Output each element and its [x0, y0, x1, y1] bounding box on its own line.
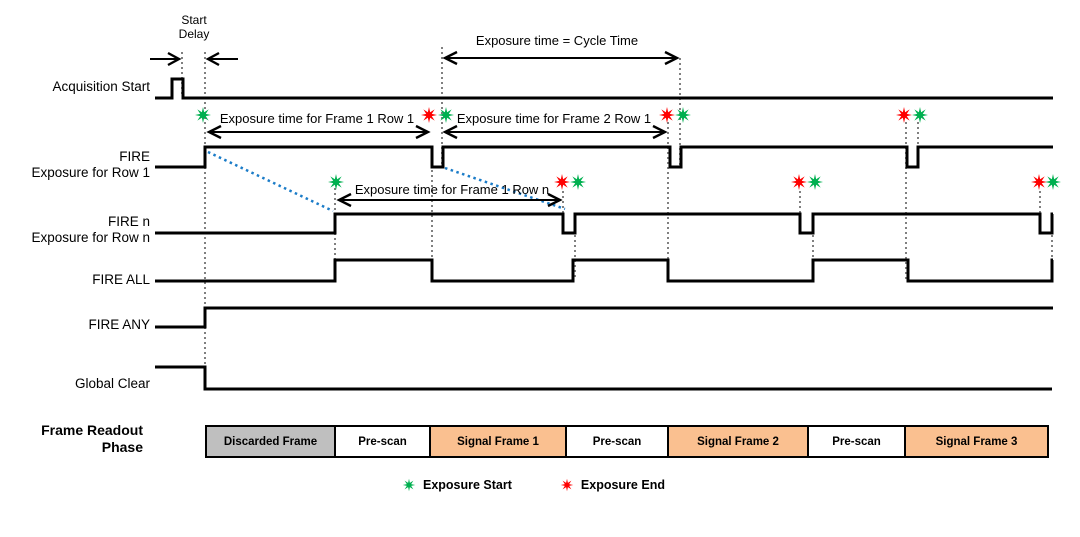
- exposure-start-icon: [195, 107, 211, 123]
- exposure-frame2-row1-arrow: [442, 124, 668, 140]
- exposure-end-icon: [791, 174, 807, 190]
- phase-box-signal-frame-2: Signal Frame 2: [667, 425, 809, 458]
- exposure-end-icon: [421, 107, 437, 123]
- phase-box-prescan-3: Pre-scan: [807, 425, 906, 458]
- exposure-start-icon: [675, 107, 691, 123]
- phase-box-signal-frame-3: Signal Frame 3: [904, 425, 1049, 458]
- exposure-frame1-rown-arrow: [336, 192, 563, 208]
- exposure-start-icon: [328, 174, 344, 190]
- cycle-time-arrow: [442, 50, 680, 66]
- exposure-frame1-row1-arrow: [206, 124, 431, 140]
- fire-all-waveform: [155, 258, 1054, 283]
- fire-row1-subtitle: Exposure for Row 1: [31, 165, 150, 180]
- global-clear-waveform: [155, 365, 1052, 391]
- exposure-end-icon: [1031, 174, 1047, 190]
- row-propagation-dotted-line-1: [207, 150, 334, 213]
- exposure-frame2-row1-label: Exposure time for Frame 2 Row 1: [456, 111, 652, 126]
- row-label-fire-row1: FIRE Exposure for Row 1: [31, 149, 150, 181]
- row-label-fire-any: FIRE ANY: [88, 317, 150, 332]
- row-label-fire-all: FIRE ALL: [92, 272, 150, 287]
- exposure-end-icon: [896, 107, 912, 123]
- row-label-frame-readout-phase: Frame Readout Phase: [41, 422, 143, 455]
- exposure-start-icon: [807, 174, 823, 190]
- legend-item-exposure-end: Exposure End: [560, 478, 665, 492]
- cycle-time-label: Exposure time = Cycle Time: [475, 33, 639, 48]
- exposure-start-icon: [912, 107, 928, 123]
- legend-exposure-end-label: Exposure End: [580, 478, 665, 492]
- exposure-frame1-rown-label: Exposure time for Frame 1 Row n: [354, 182, 550, 197]
- exposure-start-icon: [438, 107, 454, 123]
- phase-box-signal-frame-1: Signal Frame 1: [429, 425, 567, 458]
- exposure-start-icon: [1045, 174, 1061, 190]
- fire-row1-title: FIRE: [119, 149, 150, 164]
- exposure-start-star-icon: [402, 478, 416, 492]
- fire-n-subtitle: Exposure for Row n: [31, 230, 150, 245]
- acquisition-start-waveform: [155, 77, 1053, 100]
- exposure-end-icon: [554, 174, 570, 190]
- phase-box-prescan-1: Pre-scan: [334, 425, 431, 458]
- fire-n-title: FIRE n: [107, 214, 150, 229]
- frame-readout-phase-row: Discarded Frame Pre-scan Signal Frame 1 …: [205, 425, 1049, 458]
- legend-item-exposure-start: Exposure Start: [402, 478, 512, 492]
- legend: Exposure Start Exposure End: [402, 478, 665, 492]
- exposure-end-star-icon: [560, 478, 574, 492]
- fire-any-waveform: [155, 306, 1053, 329]
- phase-box-discarded-frame: Discarded Frame: [205, 425, 336, 458]
- row-label-acquisition-start: Acquisition Start: [52, 79, 150, 94]
- exposure-frame1-row1-label: Exposure time for Frame 1 Row 1: [219, 111, 415, 126]
- row-label-fire-n: FIRE n Exposure for Row n: [31, 214, 150, 246]
- fire-row1-waveform: [155, 145, 1053, 169]
- start-delay-arrows: [150, 51, 238, 67]
- row-label-global-clear: Global Clear: [74, 376, 150, 391]
- exposure-end-icon: [659, 107, 675, 123]
- legend-exposure-start-label: Exposure Start: [423, 478, 512, 492]
- fire-n-waveform: [155, 212, 1054, 235]
- phase-box-prescan-2: Pre-scan: [565, 425, 669, 458]
- start-delay-label: Start Delay: [178, 13, 210, 41]
- exposure-start-icon: [570, 174, 586, 190]
